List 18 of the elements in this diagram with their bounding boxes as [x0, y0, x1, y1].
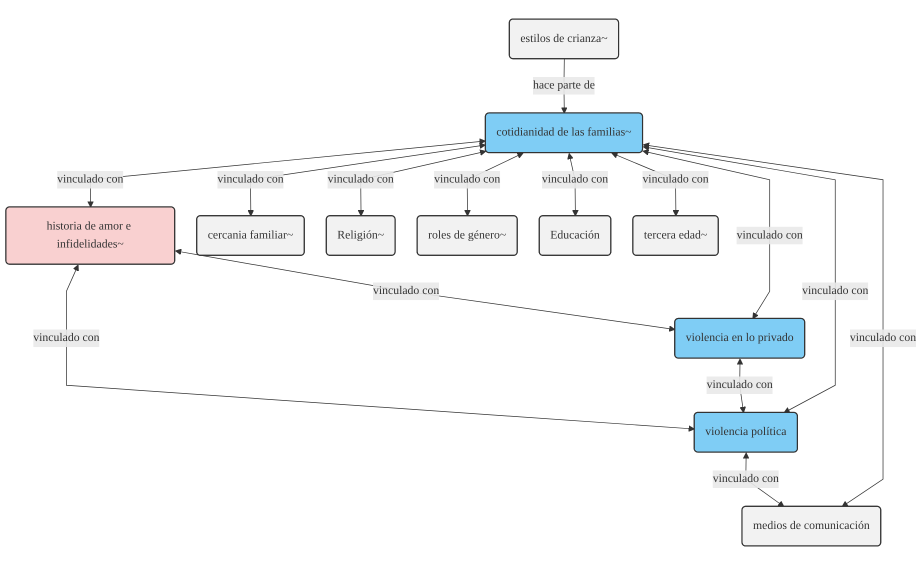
edge-label: vinculado con: [642, 173, 709, 186]
edge-label: hace parte de: [532, 79, 595, 92]
arrow: [87, 138, 486, 208]
edge-label: vinculado con: [736, 228, 803, 242]
arrow: [66, 264, 695, 432]
arrow: [642, 149, 770, 320]
edge-label: vinculado con: [802, 284, 868, 298]
edge-label: vinculado con: [57, 173, 124, 186]
arrow: [175, 248, 676, 332]
edge-label: vinculado con: [712, 472, 779, 486]
edge-label: vinculado con: [372, 284, 440, 298]
edge-label: vinculado con: [542, 173, 608, 186]
edge-label: vinculado con: [217, 173, 284, 186]
edge-label: vinculado con: [33, 332, 100, 344]
edge-label: vinculado con: [706, 378, 773, 392]
edge-label: vinculado con: [434, 173, 500, 186]
edge-label: vinculado con: [328, 173, 394, 186]
edge-label: vinculado con: [850, 332, 916, 344]
